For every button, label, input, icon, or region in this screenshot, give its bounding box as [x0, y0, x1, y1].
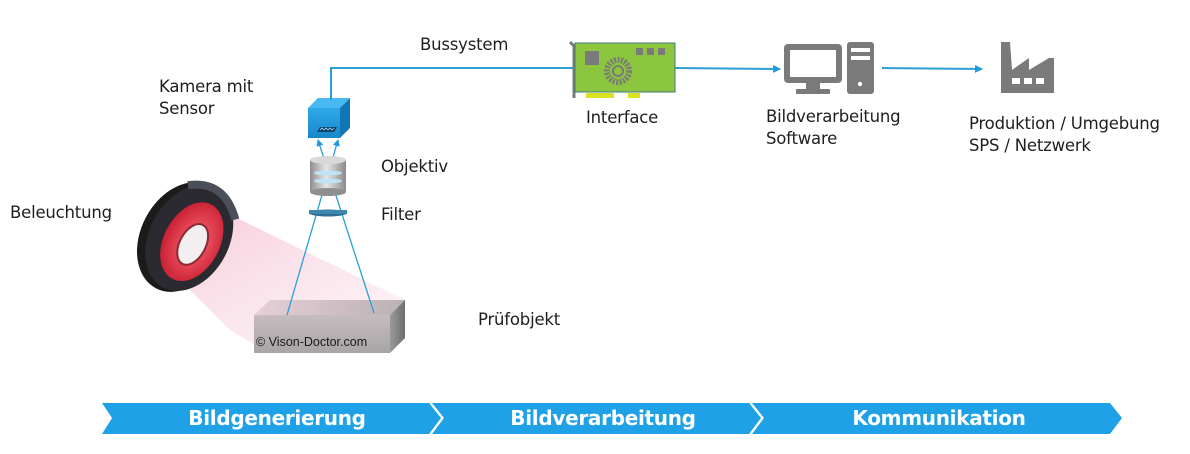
stage-label-bildverarbeitung: Bildverarbeitung	[510, 406, 696, 430]
interface-label: Interface	[586, 108, 659, 127]
arrow-interface-to-software	[674, 64, 781, 73]
lens-label: Objektiv	[381, 157, 448, 176]
stage-chevron-bildgenerierung	[102, 403, 442, 434]
stage-chevron-kommunikation	[752, 403, 1122, 434]
test-object-label: Prüfobjekt	[478, 310, 561, 329]
software-label-line1: Bildverarbeitung	[766, 107, 901, 126]
stage-label-kommunikation: Kommunikation	[852, 406, 1026, 430]
software-label: Bildverarbeitung Software	[766, 106, 901, 150]
ring-light-icon	[136, 180, 240, 292]
camera-label-line1: Kamera mit	[159, 77, 254, 96]
lighting-label: Beleuchtung	[10, 203, 112, 222]
computer-icon	[784, 42, 874, 94]
factory-icon	[1001, 42, 1054, 93]
arrow-software-to-production	[881, 64, 983, 73]
lens-objective-icon	[310, 156, 346, 196]
filter-label: Filter	[381, 205, 421, 224]
production-label-line1: Produktion / Umgebung	[969, 114, 1160, 133]
bus-line	[330, 67, 575, 100]
bus-label: Bussystem	[420, 35, 509, 54]
process-stage-bar	[102, 402, 1122, 435]
production-label: Produktion / Umgebung SPS / Netzwerk	[969, 113, 1160, 157]
camera-label: Kamera mit Sensor	[159, 76, 253, 120]
stage-chevron-bildverarbeitung	[432, 403, 762, 434]
stage-label-bildgenerierung: Bildgenerierung	[188, 406, 366, 430]
camera-sensor-icon	[308, 98, 350, 138]
filter-icon	[309, 209, 347, 217]
test-object-box	[254, 300, 405, 353]
software-label-line2: Software	[766, 129, 838, 148]
interface-card-icon	[568, 40, 676, 98]
production-label-line2: SPS / Netzwerk	[969, 136, 1091, 155]
watermark-text: © Vison-Doctor.com	[256, 335, 368, 349]
camera-label-line2: Sensor	[159, 99, 215, 118]
